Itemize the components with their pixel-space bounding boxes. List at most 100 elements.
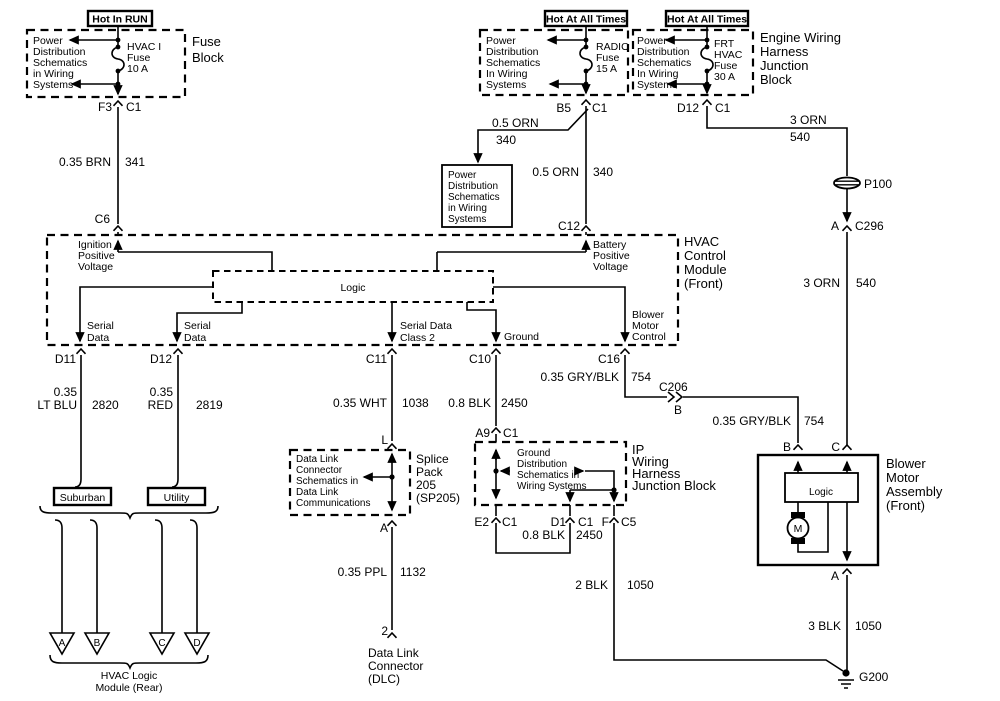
wire-gauge-label: 0.8 BLK <box>448 396 491 410</box>
left-serial-branch: 0.35 LT BLU 2820 0.35 RED 2819 Suburban … <box>37 355 223 694</box>
ref-line: Schematics <box>637 57 691 69</box>
power-dist-ref-box <box>441 164 513 228</box>
block-name-line: Harness <box>760 44 809 59</box>
wire-gauge-label: 0.35 <box>54 385 78 399</box>
pin-label: A <box>831 219 839 233</box>
wire-gauge-label: 0.5 ORN <box>532 165 579 179</box>
ground-run-wire <box>613 505 844 672</box>
signal-label-line: Serial Data <box>400 320 452 332</box>
connector-symbol <box>386 443 398 450</box>
pin-label: L <box>381 433 388 447</box>
ref-line: Distribution <box>517 459 567 470</box>
ref-line: Communications <box>296 498 370 509</box>
wire <box>74 355 82 488</box>
terminal-triangle <box>48 632 76 656</box>
ref-line: Power <box>486 35 516 47</box>
wire-gauge-label: RED <box>148 398 174 412</box>
rear-module-wires <box>54 519 198 633</box>
brace-top <box>39 505 219 521</box>
hot-label: Hot At All Times <box>667 14 747 26</box>
ref-line: Schematics in <box>517 470 579 481</box>
splice-name-line: Splice <box>416 452 449 466</box>
wire-gauge-label: 0.35 WHT <box>333 396 388 410</box>
fuse-block-box <box>25 28 187 99</box>
block-name-line: Block <box>192 50 224 65</box>
ref-line: Wiring Systems <box>517 481 586 492</box>
blower-path: 0.35 GRY/BLK 754 C206 B 0.35 GRY/BLK 754… <box>541 355 943 689</box>
connector-symbol <box>841 568 853 575</box>
wire-gauge-label: 3 ORN <box>803 276 840 290</box>
block-name-line: Harness <box>632 466 681 481</box>
signal-label-line: Class 2 <box>400 332 435 344</box>
terminal-letter: D <box>193 638 200 649</box>
ground-name: G200 <box>859 670 889 684</box>
block-name-line: Fuse <box>192 34 221 49</box>
module-name-line: Assembly <box>886 484 943 499</box>
circuit-number: 1038 <box>402 396 429 410</box>
module-name-line: (Front) <box>684 276 723 291</box>
ref-line: Systems <box>448 214 486 225</box>
fuse-name-line: Fuse <box>714 60 738 72</box>
circuit-number: 1050 <box>627 578 654 592</box>
circuit-number: 2820 <box>92 398 119 412</box>
ref-line: Connector <box>296 465 343 476</box>
logic-label: Logic <box>340 282 365 294</box>
circuit-number: 2450 <box>501 396 528 410</box>
ref-line: Schematics <box>448 192 500 203</box>
conn-label: C5 <box>621 515 637 529</box>
utility-box <box>146 486 207 507</box>
ref-line: Distribution <box>486 46 539 58</box>
wire-gauge-label: 0.35 PPL <box>338 565 388 579</box>
connector-symbol <box>490 427 502 434</box>
fuse-name-line: 30 A <box>714 71 735 83</box>
ref-line: Systems <box>33 79 73 91</box>
connector-symbol <box>490 348 502 355</box>
inline-connector-symbol <box>667 391 684 403</box>
wire-gauge-label: 0.35 BRN <box>59 155 111 169</box>
module-pin-label: C11 <box>366 352 387 366</box>
conn-label: C296 <box>855 219 884 233</box>
circuit-number: 1050 <box>855 619 882 633</box>
module-pin-label: D11 <box>55 352 76 366</box>
splice-name-line: 205 <box>416 478 436 492</box>
logic-label: Logic <box>809 487 833 498</box>
splice-dlc-path: 0.35 WHT 1038 L Data Link Connector Sche… <box>288 355 460 686</box>
ref-line: In Wiring <box>486 68 528 80</box>
fuse-name-line: FRT <box>714 38 735 50</box>
connector-symbol <box>619 348 631 355</box>
rear-module-name-line: Module (Rear) <box>95 682 162 694</box>
pin-label: B <box>783 440 791 454</box>
signal-label-line: Positive <box>593 250 630 262</box>
blower-logic-box <box>784 472 859 503</box>
module-pin-label: C16 <box>598 352 620 366</box>
wire <box>171 355 179 488</box>
block-name-line: IP <box>632 442 644 457</box>
signal-label-line: Blower <box>632 309 665 321</box>
wire-gauge-label: 0.5 ORN <box>492 116 539 130</box>
splice-name-line: Pack <box>416 465 444 479</box>
terminal-triangle <box>183 632 211 656</box>
wire-gauge-label: 0.8 BLK <box>522 528 565 542</box>
motor-letter: M <box>794 523 803 535</box>
ground-loop-wire <box>495 505 571 554</box>
fuse-name-line: HVAC I <box>127 41 161 53</box>
module-name-line: Motor <box>886 470 920 485</box>
circuit-number: 340 <box>593 165 613 179</box>
grommet-label: P100 <box>864 177 892 191</box>
ref-line: Schematics <box>33 57 87 69</box>
ref-line: Schematics in <box>296 476 358 487</box>
pin-label: 2 <box>381 624 388 638</box>
hvac-control-module: HVAC Control Module (Front) Logic Igniti… <box>45 233 727 366</box>
wire-gauge-label: 0.35 <box>150 385 174 399</box>
wire-gauge-label: 3 ORN <box>790 113 827 127</box>
inline-conn-label: C206 <box>659 380 688 394</box>
connector-symbol <box>386 520 398 527</box>
ref-line: Systems <box>637 79 677 91</box>
ref-line: Ground <box>517 448 550 459</box>
dlc-name-line: Data Link <box>368 646 420 660</box>
connector-symbol <box>75 348 87 355</box>
signal-label-line: Ignition <box>78 239 112 251</box>
circuit-number: 2450 <box>576 528 603 542</box>
terminal-letter: C <box>158 638 165 649</box>
